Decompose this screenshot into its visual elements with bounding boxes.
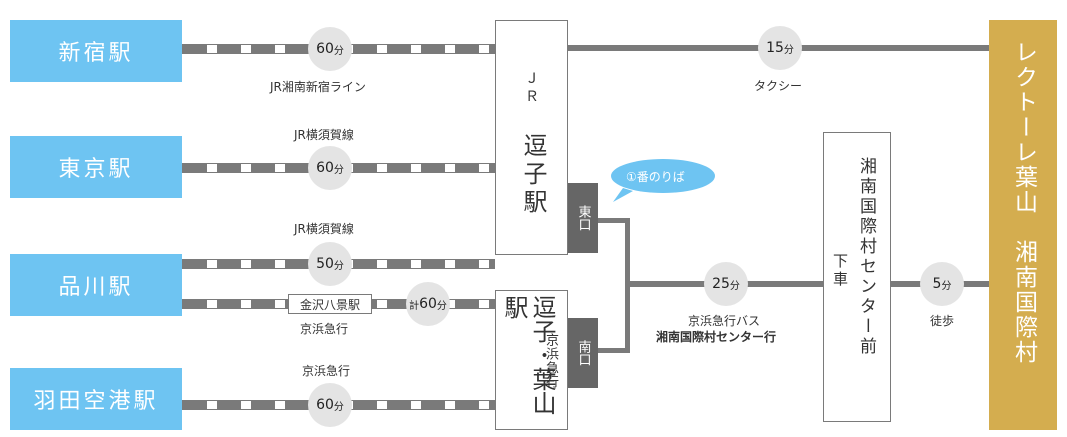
bus-destination: 湘南国際村センター行 [656,330,777,344]
station-shinjuku: 新宿駅 [10,20,182,82]
destination: レクトーレ葉山 湘南国際村 [989,20,1057,430]
line-label-haneda: 京浜急行 [302,364,351,378]
exit-south-label: 南口 [575,340,591,366]
exit-south: 南口 [568,318,598,388]
line-label-shinjuku: JR湘南新宿ライン [270,80,366,94]
time-value: 60 [419,296,437,312]
time-value: 60 [316,41,334,57]
station-shinagawa: 品川駅 [10,254,182,316]
exit-east-label: 東口 [575,205,591,231]
station-tokyo-label: 東京駅 [58,157,134,182]
time-prefix: 計 [409,300,420,312]
transfer-kanazawa-hakkei: 金沢八景駅 [288,294,372,314]
station-haneda-label: 羽田空港駅 [33,389,159,414]
station-haneda: 羽田空港駅 [10,368,182,430]
exit-east: 東口 [568,183,598,253]
destination-name: レクトーレ葉山 湘南国際村 [1010,40,1037,365]
bus-stop-center: 湘南国際村センター前 下車 [823,132,891,422]
jr-zushi-name: 逗子駅 [519,133,547,217]
bus-stop-label: ①番のりば [626,170,685,184]
keikyu-zushi-hayama-station: 逗子･葉山駅 京浜急行 [495,290,568,430]
time-unit: 分 [941,280,952,292]
time-unit: 分 [333,45,344,57]
time-value: 60 [316,160,334,176]
bus-operator: 京浜急行バス [688,314,761,328]
line-label-shinagawa-keikyu: 京浜急行 [300,322,349,336]
time-value: 25 [712,276,730,292]
bus-connector-south [598,348,630,353]
bus-stop-center-name: 湘南国際村センター前 [856,157,876,357]
time-unit: 分 [783,44,794,56]
bus-stop-bubble [611,159,715,202]
time-value: 15 [766,40,784,56]
time-value: 50 [316,256,334,272]
line-label-tokyo: JR横須賀線 [294,128,354,142]
time-unit: 分 [333,164,344,176]
time-unit: 分 [333,401,344,413]
time-value: 60 [316,397,334,413]
jr-zushi-line-label: ＪＲ [523,71,539,107]
taxi-label: タクシー [754,79,803,93]
bus-connector-east [598,218,630,223]
station-shinjuku-label: 新宿駅 [58,41,134,66]
keikyu-zushi-hayama-name: 逗子･葉山駅 [500,295,556,415]
time-unit: 分 [333,260,344,272]
line-label-shinagawa-jr: JR横須賀線 [294,222,354,236]
transfer-kanazawa-hakkei-label: 金沢八景駅 [299,297,360,312]
station-tokyo: 東京駅 [10,136,182,198]
time-unit: 分 [436,300,447,312]
time-value: 5 [932,276,942,292]
jr-zushi-station: ＪＲ 逗子駅 [495,20,568,255]
station-shinagawa-label: 品川駅 [58,275,134,300]
time-unit: 分 [729,280,740,292]
walk-label: 徒歩 [930,314,955,328]
keikyu-line-label: 京浜急行 [543,333,558,389]
bus-stop-alight: 下車 [831,253,849,289]
